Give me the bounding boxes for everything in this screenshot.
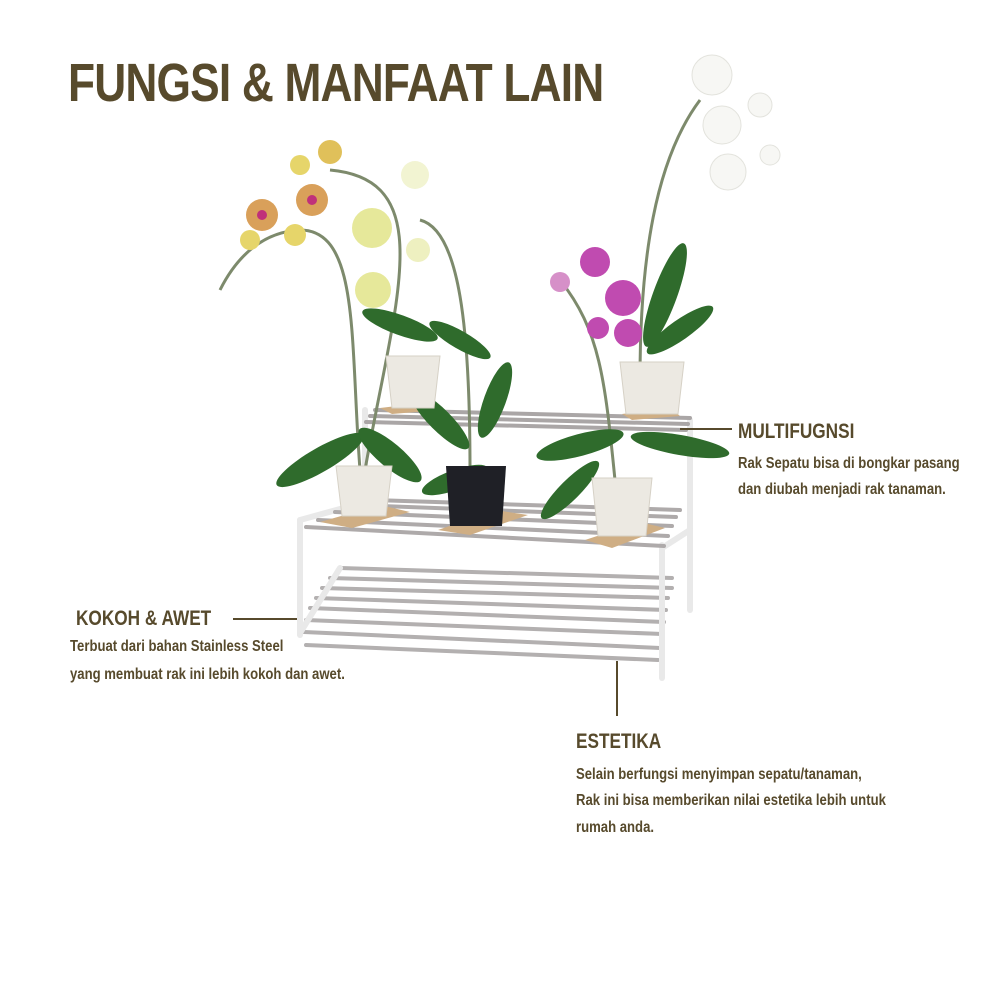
feature-desc-multifungsi-line-2: dan diubah menjadi rak tanaman. [738,481,946,498]
orchid-white-flowers [691,54,781,191]
feature-desc-estetika-line-3: rumah anda. [576,819,655,836]
product-image-rack-with-orchids [218,54,781,681]
pots [335,355,685,537]
leaves [276,243,730,520]
multifungsi-connector-line [680,428,732,430]
feature-title-multifungsi: MULTIFUGNSI [738,420,855,443]
pot-white-top-right [619,361,685,415]
feature-title-estetika: ESTETIKA [576,730,662,753]
pot-white-top-left [385,355,441,409]
feature-desc-multifungsi-line-1: Rak Sepatu bisa di bongkar pasang [738,455,960,472]
pot-white-right [591,477,653,537]
pot-white-left [335,465,393,517]
feature-desc-kokoh-line-1: Terbuat dari bahan Stainless Steel [70,638,284,655]
pot-black [446,466,506,526]
feature-desc-estetika-line-2: Rak ini bisa memberikan nilai estetika l… [576,792,886,809]
estetika-connector-line [616,661,618,716]
orchid-pale-yellow-flowers [352,161,430,308]
feature-title-kokoh-awet: KOKOH & AWET [76,607,212,630]
kokoh-connector-line [233,618,297,620]
orchid-stems [218,99,702,481]
orchid-yellow-orange-flowers [240,140,342,250]
orchid-magenta-flowers [550,247,642,347]
feature-desc-kokoh-line-2: yang membuat rak ini lebih kokoh dan awe… [70,666,345,683]
feature-desc-estetika-line-1: Selain berfungsi menyimpan sepatu/tanama… [576,766,862,783]
page-title: FUNGSI & MANFAAT LAIN [68,53,604,113]
rack-bottom-tier [302,566,674,662]
